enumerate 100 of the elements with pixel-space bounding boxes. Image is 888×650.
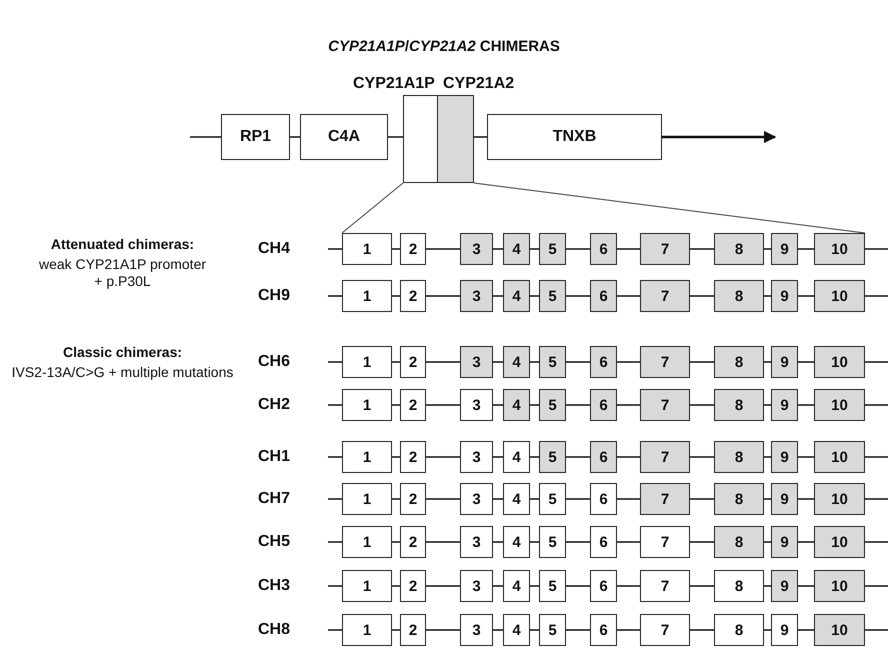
exon-box: 7 xyxy=(640,526,690,558)
exon-box: 2 xyxy=(400,570,426,602)
group-heading: Classic chimeras: xyxy=(62,344,184,361)
exon-box: 1 xyxy=(342,614,392,646)
exon-box: 2 xyxy=(400,441,426,473)
connector-line xyxy=(493,541,503,543)
connector-line xyxy=(388,136,403,138)
connector-line xyxy=(392,361,400,363)
connector-line xyxy=(426,498,460,500)
exon-box: 6 xyxy=(590,233,617,265)
connector-line xyxy=(764,456,771,458)
connector-line xyxy=(617,498,640,500)
connector-line xyxy=(617,585,640,587)
connector-line xyxy=(392,248,400,250)
connector-line xyxy=(798,404,814,406)
exon-box: 3 xyxy=(460,346,493,378)
exon-box: 2 xyxy=(400,233,426,265)
exon-box: 6 xyxy=(590,389,617,421)
exon-box: 2 xyxy=(400,614,426,646)
exon-box: 4 xyxy=(503,614,530,646)
row-label: CH5 xyxy=(258,533,290,550)
exon-box: 1 xyxy=(342,389,392,421)
connector-line xyxy=(290,136,300,138)
exon-box: 1 xyxy=(342,570,392,602)
exon-box: 5 xyxy=(539,346,566,378)
exon-box: 9 xyxy=(771,614,798,646)
exon-box: 3 xyxy=(460,614,493,646)
connector-line xyxy=(426,541,460,543)
row-label: CH4 xyxy=(258,240,290,257)
exon-box: 7 xyxy=(640,280,690,312)
exon-box: 1 xyxy=(342,280,392,312)
connector-line xyxy=(392,629,400,631)
connector-line xyxy=(617,456,640,458)
exon-box: 9 xyxy=(771,389,798,421)
connector-line xyxy=(617,295,640,297)
exon-box: 3 xyxy=(460,280,493,312)
exon-box: 2 xyxy=(400,526,426,558)
connector-line xyxy=(566,585,590,587)
connector-line xyxy=(690,629,714,631)
exon-box: 3 xyxy=(460,483,493,515)
row-label: CH7 xyxy=(258,490,290,507)
connector-line xyxy=(392,585,400,587)
note-text: IVS2-13A/C>G + multiple mutations xyxy=(10,364,234,381)
connector-line xyxy=(566,541,590,543)
connector-line xyxy=(426,248,460,250)
connector-line xyxy=(764,295,771,297)
exon-box: 10 xyxy=(814,389,865,421)
connector-line xyxy=(530,498,539,500)
exon-box: 5 xyxy=(539,389,566,421)
connector-line xyxy=(530,361,539,363)
connector-line xyxy=(530,585,539,587)
connector-line xyxy=(798,248,814,250)
connector-line xyxy=(474,136,487,138)
connector-line xyxy=(566,295,590,297)
connector-line xyxy=(764,361,771,363)
exon-box: 7 xyxy=(640,441,690,473)
connector-line xyxy=(566,629,590,631)
exon-box: 9 xyxy=(771,441,798,473)
connector-line xyxy=(690,295,714,297)
zoom-line xyxy=(342,182,404,234)
exon-box: 4 xyxy=(503,233,530,265)
connector-line xyxy=(566,361,590,363)
gene-box: TNXB xyxy=(487,114,662,160)
connector-line xyxy=(566,248,590,250)
connector-line xyxy=(798,541,814,543)
diagram-title: CYP21A1P/CYP21A2 CHIMERAS xyxy=(327,38,561,55)
exon-box: 7 xyxy=(640,389,690,421)
exon-box: 2 xyxy=(400,389,426,421)
connector-line xyxy=(530,541,539,543)
exon-box: 1 xyxy=(342,483,392,515)
row-label: CH8 xyxy=(258,621,290,638)
connector-line xyxy=(566,498,590,500)
exon-box: 9 xyxy=(771,526,798,558)
exon-box: 8 xyxy=(714,483,764,515)
connector-line xyxy=(426,361,460,363)
exon-box: 10 xyxy=(814,614,865,646)
exon-box: 5 xyxy=(539,526,566,558)
exon-box: 1 xyxy=(342,526,392,558)
exon-box: 5 xyxy=(539,483,566,515)
connector-line xyxy=(798,361,814,363)
exon-box: 7 xyxy=(640,233,690,265)
connector-line xyxy=(426,585,460,587)
exon-box: 6 xyxy=(590,570,617,602)
connector-line xyxy=(392,456,400,458)
exon-box: 8 xyxy=(714,614,764,646)
exon-box: 10 xyxy=(814,483,865,515)
exon-box: 8 xyxy=(714,280,764,312)
exon-box: 6 xyxy=(590,614,617,646)
exon-box: 4 xyxy=(503,526,530,558)
exon-box: 2 xyxy=(400,483,426,515)
exon-box: 5 xyxy=(539,614,566,646)
exon-box: 3 xyxy=(460,570,493,602)
connector-line xyxy=(690,361,714,363)
gene-label: CYP21A2 xyxy=(443,75,514,93)
exon-box: 7 xyxy=(640,614,690,646)
connector-line xyxy=(392,295,400,297)
gene-label: CYP21A1P xyxy=(353,75,435,93)
note-text: weak CYP21A1P promoter + p.P30L xyxy=(38,256,208,290)
exon-box: 3 xyxy=(460,441,493,473)
exon-box: 2 xyxy=(400,280,426,312)
